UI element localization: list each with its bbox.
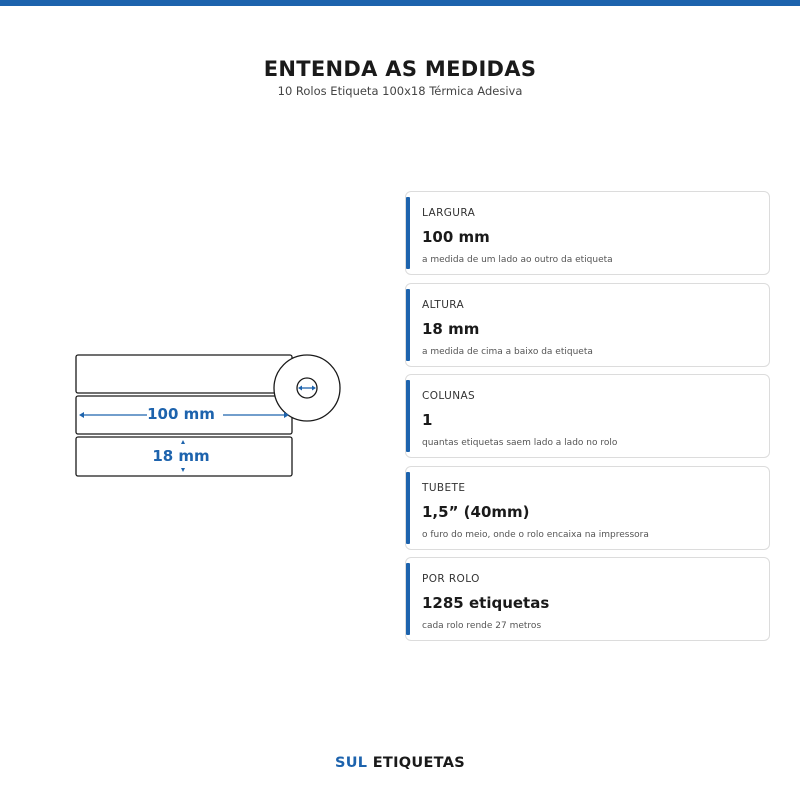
spec-description: cada rolo rende 27 metros	[422, 621, 542, 631]
brand-name-part2: ETIQUETAS	[372, 755, 466, 771]
width-dimension-label: 100 mm	[147, 405, 215, 423]
core-arrow-right	[312, 385, 316, 391]
spec-label: TUBETE	[422, 481, 466, 494]
page-subtitle: 10 Rolos Etiqueta 100x18 Térmica Adesiva	[277, 84, 523, 98]
label-roll-diagram: 100 mm 18 mm	[60, 340, 360, 490]
brand-name-part1: SUL	[334, 755, 368, 771]
spec-description: a medida de cima a baixo da etiqueta	[422, 346, 593, 357]
spec-description: a medida de um lado ao outro da etiqueta	[422, 255, 613, 265]
spec-description: o furo do meio, onde o rolo encaixa na i…	[422, 529, 649, 540]
spec-description: quantas etiquetas saem lado a lado no ro…	[422, 438, 618, 448]
spec-value: 1285 etiquetas	[422, 594, 550, 612]
spec-label: POR ROLO	[422, 573, 480, 585]
spec-label: COLUNAS	[422, 390, 476, 402]
width-arrow-right	[284, 412, 289, 418]
card-accent-bar	[406, 380, 410, 452]
core-arrow-left	[298, 385, 302, 391]
spec-card-list: LARGURA 100 mm a medida de um lado ao ou…	[405, 191, 770, 649]
height-arrow-up	[181, 440, 185, 444]
spec-label: ALTURA	[422, 298, 465, 311]
top-accent-bar	[0, 0, 800, 6]
height-arrow-down	[181, 468, 185, 472]
spec-label: LARGURA	[422, 207, 476, 219]
spec-value: 18 mm	[422, 319, 480, 338]
spec-value: 100 mm	[422, 228, 490, 246]
header: ENTENDA AS MEDIDAS 10 Rolos Etiqueta 100…	[0, 56, 800, 99]
label-bottom	[75, 436, 293, 477]
card-accent-bar	[406, 197, 410, 269]
label-roll-illustration	[75, 354, 341, 477]
spec-card-altura: ALTURA 18 mm a medida de cima a baixo da…	[405, 282, 770, 367]
width-arrow-left	[79, 412, 84, 418]
brand-logo: SUL ETIQUETAS	[0, 754, 800, 772]
page-title: ENTENDA AS MEDIDAS	[263, 57, 537, 81]
spec-value: 1	[422, 411, 433, 429]
spec-card-tubete: TUBETE 1,5” (40mm) o furo do meio, onde …	[405, 465, 770, 550]
spec-card-colunas: COLUNAS 1 quantas etiquetas saem lado a …	[405, 374, 770, 458]
spec-card-largura: LARGURA 100 mm a medida de um lado ao ou…	[405, 191, 770, 275]
spec-value: 1,5” (40mm)	[422, 502, 530, 521]
card-accent-bar	[406, 563, 410, 635]
label-top	[75, 354, 293, 394]
card-accent-bar	[406, 288, 410, 361]
spec-card-por-rolo: POR ROLO 1285 etiquetas cada rolo rende …	[405, 557, 770, 641]
height-dimension-label: 18 mm	[152, 447, 210, 465]
card-accent-bar	[406, 471, 410, 544]
